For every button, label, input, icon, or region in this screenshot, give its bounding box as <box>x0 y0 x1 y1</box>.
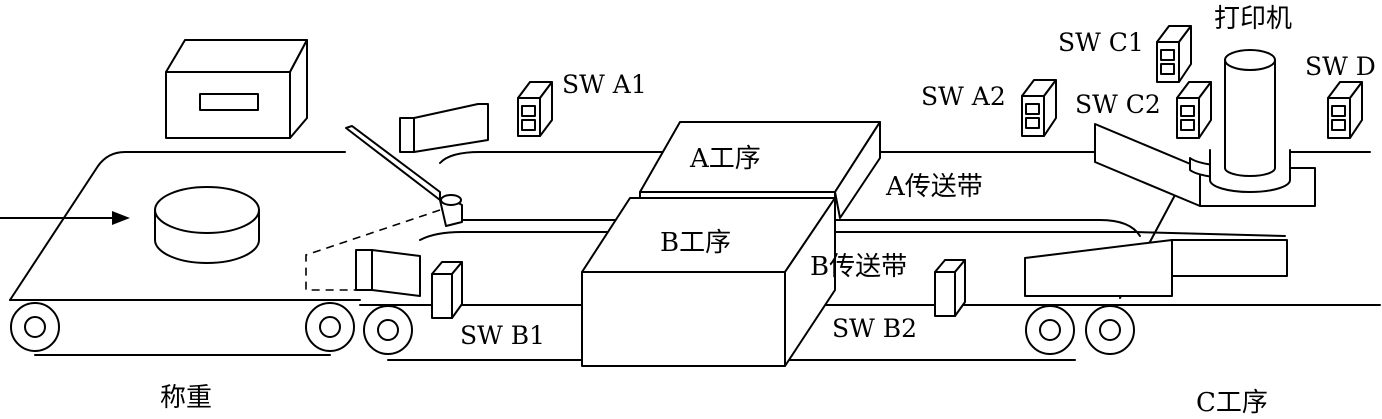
process-c-chute <box>1024 239 1288 297</box>
sw-c1-label: SW C1 <box>1058 28 1144 57</box>
input-arrow <box>0 211 130 225</box>
sw-a2-label: SW A2 <box>921 82 1006 111</box>
weighing-label: 称重 <box>160 383 213 413</box>
process-c-label: C工序 <box>1196 388 1268 418</box>
belt-b-label: B传送带 <box>810 252 908 282</box>
sensor-sw-c2 <box>1176 81 1212 139</box>
workpiece-disc <box>154 186 260 264</box>
sensor-sw-b2 <box>934 259 966 317</box>
sw-b2-label: SW B2 <box>832 314 918 343</box>
sw-d-label: SW D <box>1305 52 1376 81</box>
sw-b1-label: SW B1 <box>460 321 546 350</box>
sw-a1-label: SW A1 <box>562 70 647 99</box>
sensor-sw-a1 <box>517 81 553 137</box>
printer-station <box>1094 49 1316 207</box>
sensor-sw-b1 <box>431 261 463 319</box>
weighing-conveyor <box>9 151 361 356</box>
process-b-label: B工序 <box>660 228 732 258</box>
a-pusher <box>399 103 489 153</box>
printer-label: 打印机 <box>1214 4 1293 34</box>
process-a-label: A工序 <box>690 144 761 174</box>
sensor-sw-c1 <box>1156 25 1192 83</box>
sensor-sw-d <box>1327 81 1363 139</box>
weighing-scale-box <box>165 39 308 139</box>
process-b-box <box>581 197 836 367</box>
b-pusher <box>355 249 421 297</box>
b-belt <box>359 231 1381 361</box>
sw-c2-label: SW C2 <box>1075 90 1161 119</box>
sensor-sw-a2 <box>1021 79 1057 137</box>
belt-a-label: A传送带 <box>886 172 983 202</box>
diverter-gate <box>305 125 463 291</box>
